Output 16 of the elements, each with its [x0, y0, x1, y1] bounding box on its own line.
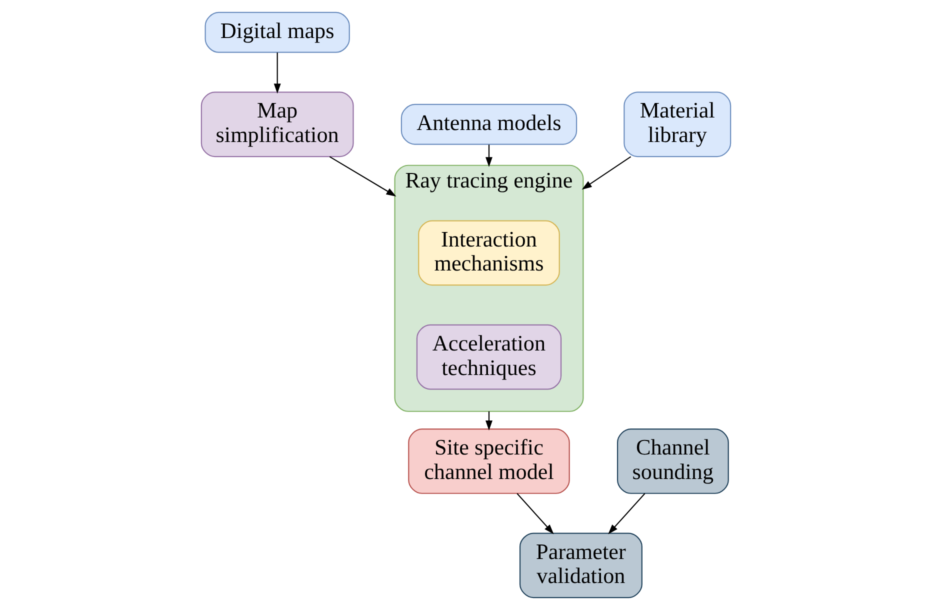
node-box: Channel sounding [616, 428, 728, 494]
node-box: Antenna models [400, 104, 577, 145]
node-box: Acceleration techniques [416, 324, 562, 390]
arrow [328, 156, 396, 196]
arrow [273, 52, 280, 94]
arrow [581, 156, 631, 190]
node-box: Site specific channel model [408, 428, 570, 494]
node-box: Digital maps [204, 12, 350, 53]
arrow [485, 411, 492, 431]
arrow [608, 493, 645, 534]
arrow [485, 144, 492, 168]
node-box: Interaction mechanisms [418, 220, 560, 286]
arrow [516, 493, 554, 534]
node-box: Material library [623, 92, 731, 158]
node-box: Parameter validation [518, 532, 642, 598]
node-box: Map simplification [200, 92, 354, 158]
